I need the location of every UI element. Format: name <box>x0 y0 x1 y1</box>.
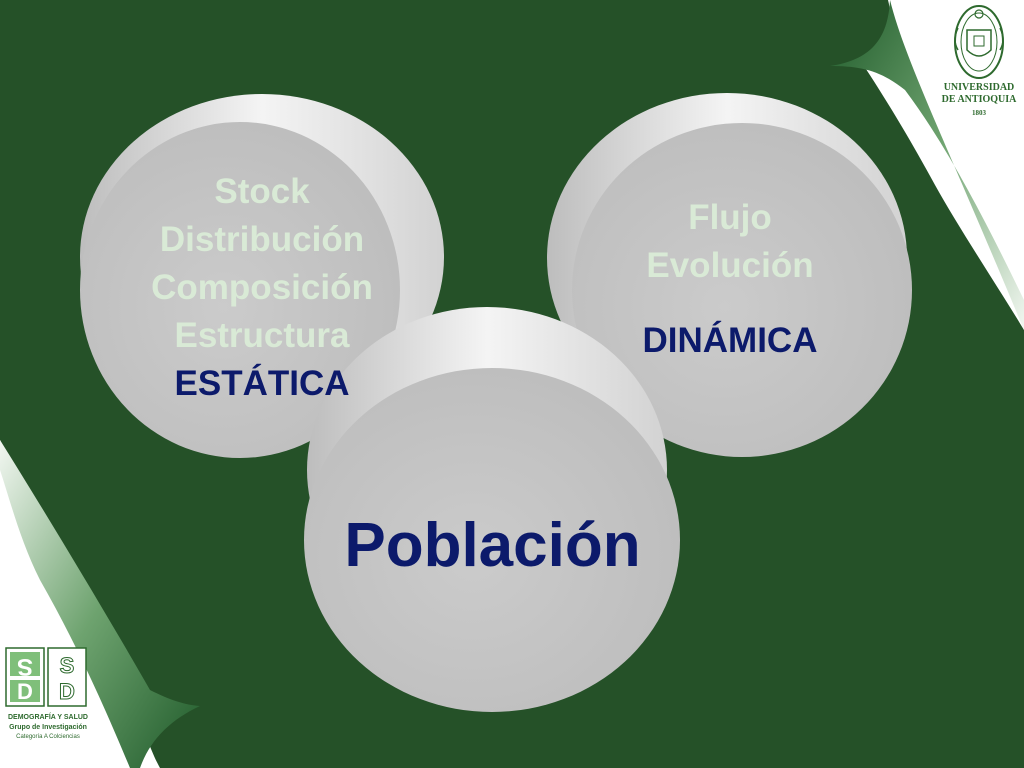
group-name-line-1: DEMOGRAFÍA Y SALUD <box>8 714 88 721</box>
circle-left-line-1: Stock <box>214 172 310 211</box>
sd-logo-icon: S D S D <box>5 647 87 707</box>
university-name-line-2: DE ANTIOQUIA <box>941 94 1017 105</box>
svg-text:S: S <box>17 653 33 680</box>
circle-left-line-3: Composición <box>151 268 373 307</box>
page-curl-top-right <box>830 0 1024 330</box>
svg-text:D: D <box>17 679 33 704</box>
circle-left-label: ESTÁTICA <box>174 364 350 403</box>
svg-text:D: D <box>59 679 75 704</box>
circle-right-label: DINÁMICA <box>642 321 818 360</box>
group-name-line-3: Categoría A Colciencias <box>16 734 80 740</box>
cylinder-shape-left <box>80 94 444 458</box>
university-seal-icon <box>954 5 1004 79</box>
circle-right-line-1: Flujo <box>688 198 772 237</box>
cylinder-shape-right <box>547 93 912 457</box>
svg-text:S: S <box>60 653 75 678</box>
cylinder-shape-center <box>304 307 680 712</box>
group-name-line-2: Grupo de Investigación <box>9 724 87 731</box>
university-year: 1803 <box>972 109 986 117</box>
circle-left-line-2: Distribución <box>159 220 365 259</box>
circle-poblacion: Población <box>305 307 680 712</box>
university-name-line-1: UNIVERSIDAD <box>943 82 1015 93</box>
circle-estatica: Stock Distribución Composición Estructur… <box>80 92 444 458</box>
circle-right-line-2: Evolución <box>646 246 814 285</box>
circle-dinamica: Flujo Evolución DINÁMICA <box>547 93 913 458</box>
circle-center-label: Población <box>344 511 641 580</box>
circle-left-line-4: Estructura <box>174 316 350 355</box>
